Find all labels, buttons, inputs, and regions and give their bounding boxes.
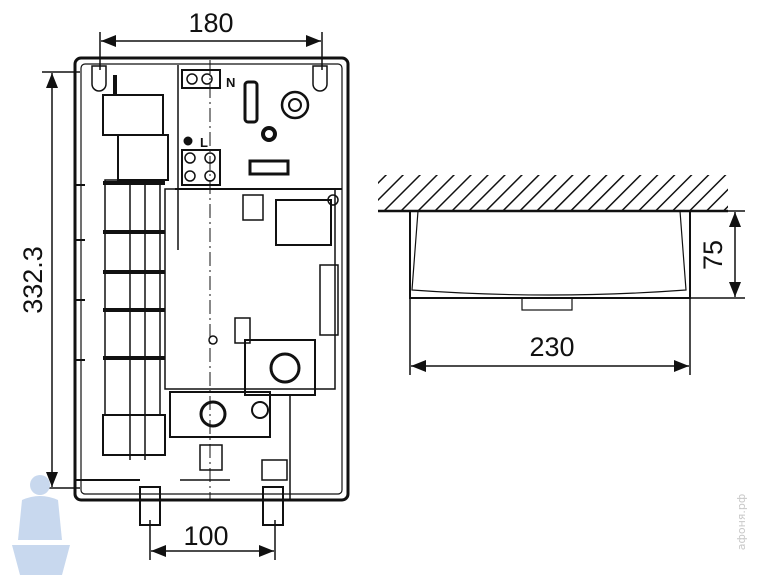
housing-outline xyxy=(73,56,350,502)
watermark-text: афоня.рф xyxy=(735,494,748,551)
terminal-l-label: L xyxy=(200,135,208,150)
depth-label: 75 xyxy=(698,240,728,270)
front-dimensions xyxy=(42,32,323,560)
side-width-label: 230 xyxy=(529,332,574,362)
water-outlet-pipe xyxy=(262,486,284,526)
heating-coils xyxy=(103,181,165,360)
water-inlet-pipe xyxy=(139,486,161,526)
pipe-spacing-label: 100 xyxy=(183,521,228,551)
terminal-n-label: N xyxy=(226,75,235,90)
side-view xyxy=(378,175,728,311)
side-dimensions xyxy=(409,210,745,375)
mount-hole-right xyxy=(312,65,328,92)
width-label: 180 xyxy=(188,8,233,38)
height-label: 332.3 xyxy=(18,246,48,314)
plumber-mascot-logo xyxy=(12,475,70,575)
wall-hatch xyxy=(378,175,728,210)
front-view xyxy=(73,56,350,526)
mount-hole-left xyxy=(91,65,107,92)
side-housing xyxy=(409,211,691,299)
